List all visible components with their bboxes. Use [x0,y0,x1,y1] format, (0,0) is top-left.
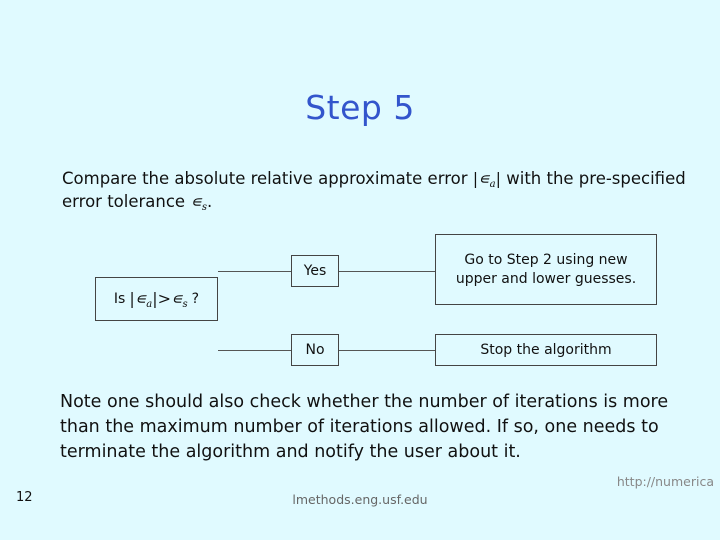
goto-step2-box: Go to Step 2 using new upper and lower g… [435,234,657,305]
paragraph1-text-end: . [206,192,213,212]
epsilon-a-absolute-math: |∊a| [472,169,501,190]
no-label: No [305,342,325,358]
no-box: No [291,334,339,366]
yes-label: Yes [303,263,327,279]
decision-box: Is |∊a|>∊s ? [95,277,218,321]
stop-algorithm-box: Stop the algorithm [435,334,657,366]
connector-no-to-stop [339,350,436,351]
page-number: 12 [16,490,33,505]
connector-decision-to-no [218,350,292,351]
goto-step2-label: Go to Step 2 using new upper and lower g… [455,251,637,287]
paragraph1-text-middle: with the pre-specified error tolerance [62,169,686,212]
footer-site: lmethods.eng.usf.edu [292,492,428,507]
footer-url: http://numerica [616,474,714,489]
decision-prefix: Is [113,291,126,307]
decision-condition-math: |∊a|>∊s [129,288,188,310]
epsilon-s-math: ∊s [190,192,207,214]
connector-yes-to-goto [339,271,436,272]
paragraph-note: Note one should also check whether the n… [60,392,669,462]
paragraph-compare-error: Compare the absolute relative approximat… [62,168,692,215]
page-title: Step 5 [305,88,415,127]
yes-box: Yes [291,255,339,287]
decision-suffix: ? [191,291,200,307]
stop-algorithm-label: Stop the algorithm [480,342,612,358]
paragraph1-text-before: Compare the absolute relative approximat… [62,169,468,188]
connector-decision-to-yes [218,271,292,272]
